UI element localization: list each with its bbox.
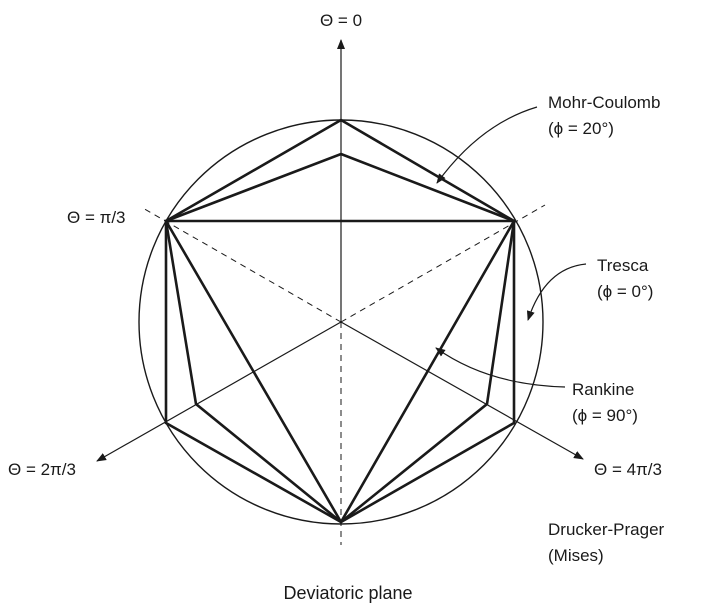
label-theta-0: Θ = 0 (320, 11, 362, 30)
drucker-prager-name: Drucker-Prager (548, 520, 665, 539)
diagram-caption: Deviatoric plane (283, 583, 412, 603)
rankine-triangle (163, 219, 517, 525)
axis-theta-2pi3 (96, 321, 342, 462)
tresca-leader (526, 263, 587, 321)
rankine-param: (ϕ = 90°) (572, 406, 638, 425)
mohr-coulomb-param: (ϕ = 20°) (548, 119, 614, 138)
mohr-coulomb-hexagon (164, 152, 516, 524)
drucker-prager-param: (Mises) (548, 546, 604, 565)
mohr-coulomb-name: Mohr-Coulomb (548, 93, 660, 112)
mohr-coulomb-leader (436, 106, 538, 184)
tresca-name: Tresca (597, 256, 649, 275)
rankine-leader (435, 347, 566, 388)
axis-theta-4pi3 (340, 321, 584, 460)
label-theta-pi3: Θ = π/3 (67, 208, 126, 227)
label-theta-2pi3: Θ = 2π/3 (8, 460, 76, 479)
tresca-param: (ϕ = 0°) (597, 282, 653, 301)
label-theta-4pi3: Θ = 4π/3 (594, 460, 662, 479)
rankine-name: Rankine (572, 380, 634, 399)
dashed-axes (140, 204, 546, 545)
